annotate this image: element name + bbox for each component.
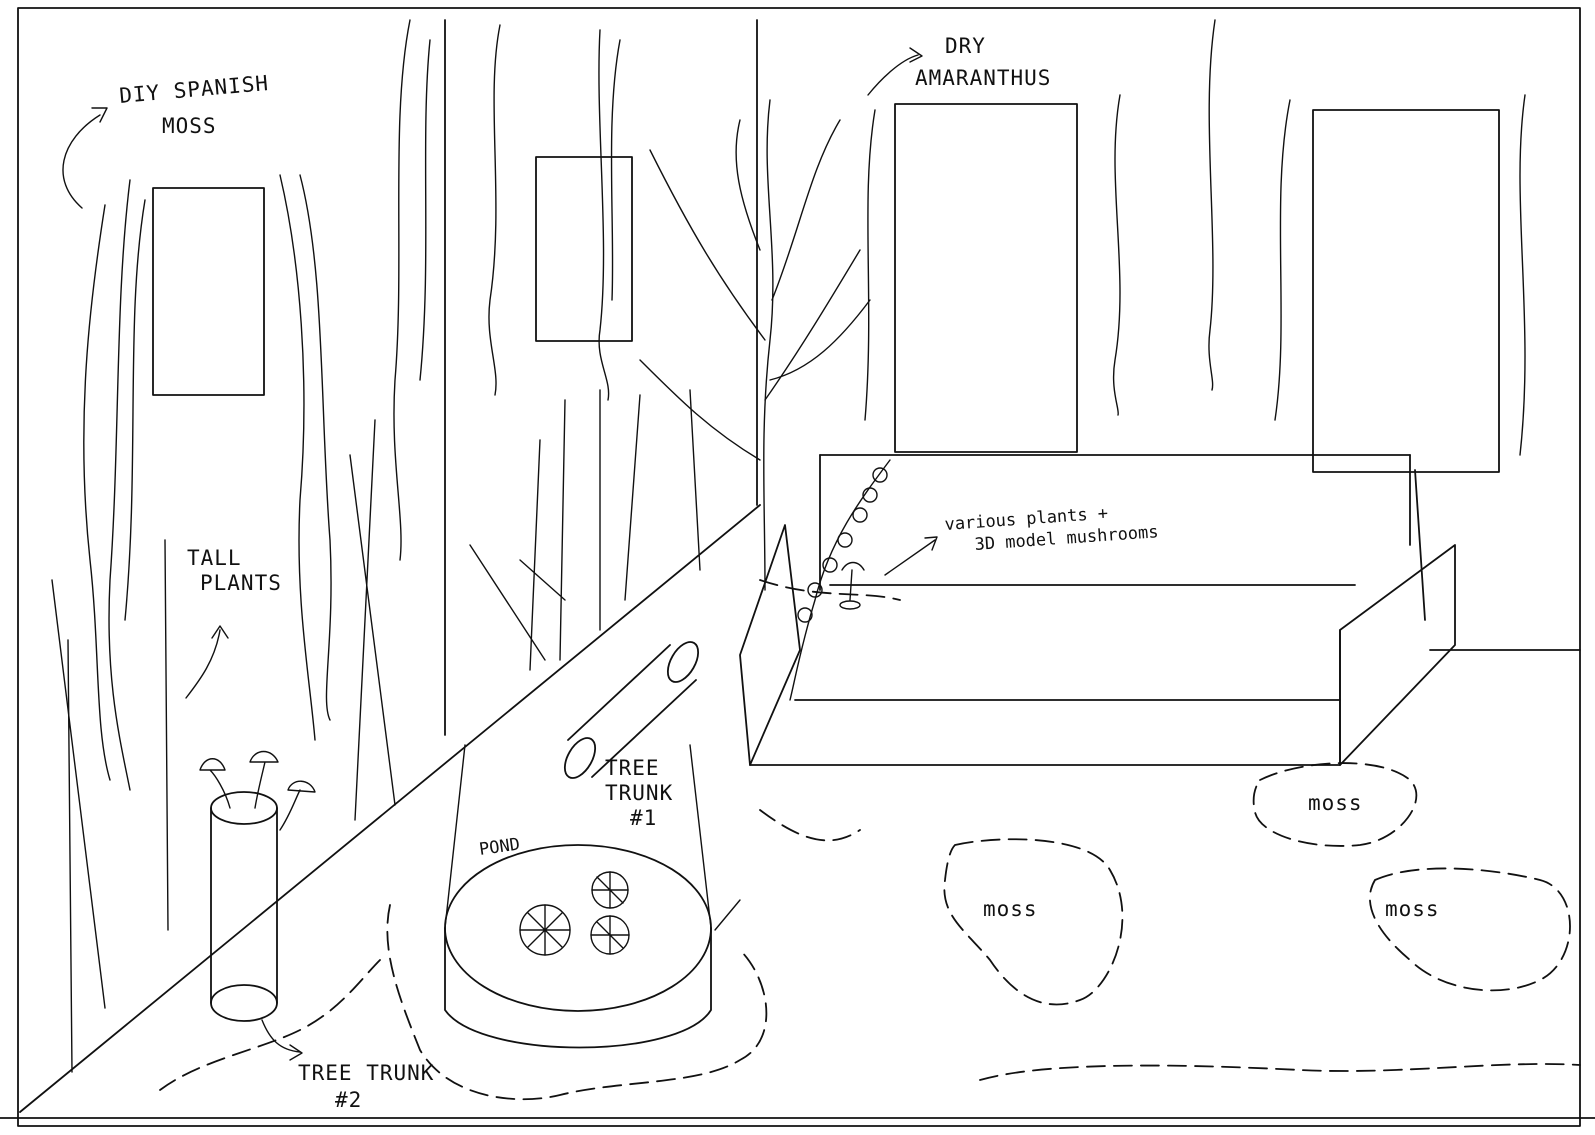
label-spanish-moss-line2: MOSS <box>162 114 217 138</box>
amaranthus-branches <box>639 99 871 591</box>
label-tree-trunk-1-line2: TRUNK <box>605 781 673 805</box>
pond-lily-flowers <box>519 871 630 956</box>
platform <box>739 454 1456 766</box>
label-moss-3: moss <box>1385 897 1440 921</box>
label-tree-trunk-2-line1: TREE TRUNK <box>298 1061 434 1085</box>
tree-trunk-2 <box>199 750 316 1022</box>
pond <box>444 744 741 1049</box>
wall-frames <box>152 103 1500 473</box>
label-tall-plants-line2: PLANTS <box>200 571 282 595</box>
label-pond: POND <box>478 834 521 860</box>
annotation-arrows <box>62 47 938 1061</box>
label-moss-1: moss <box>1308 791 1363 815</box>
spanish-moss-strands <box>83 19 1526 791</box>
label-moss-2: moss <box>983 897 1038 921</box>
planter-plants <box>759 459 901 701</box>
moss-patches <box>159 762 1581 1101</box>
tall-plants <box>51 389 701 1073</box>
room-structure <box>19 19 1581 1113</box>
label-tree-trunk-1-line1: TREE <box>605 756 660 780</box>
label-amaranthus-line1: DRY <box>945 34 986 58</box>
label-spanish-moss-line1: DIY SPANISH <box>118 71 270 108</box>
label-amaranthus-line2: AMARANTHUS <box>915 66 1051 90</box>
labels: DIY SPANISH MOSS DRY AMARANTHUS TALL PLA… <box>118 34 1440 1112</box>
page-border <box>17 7 1581 1127</box>
label-tree-trunk-2-line2: #2 <box>335 1088 362 1112</box>
label-tall-plants-line1: TALL <box>187 546 242 570</box>
tree-trunk-1 <box>563 641 700 779</box>
label-tree-trunk-1-line3: #1 <box>630 806 657 830</box>
